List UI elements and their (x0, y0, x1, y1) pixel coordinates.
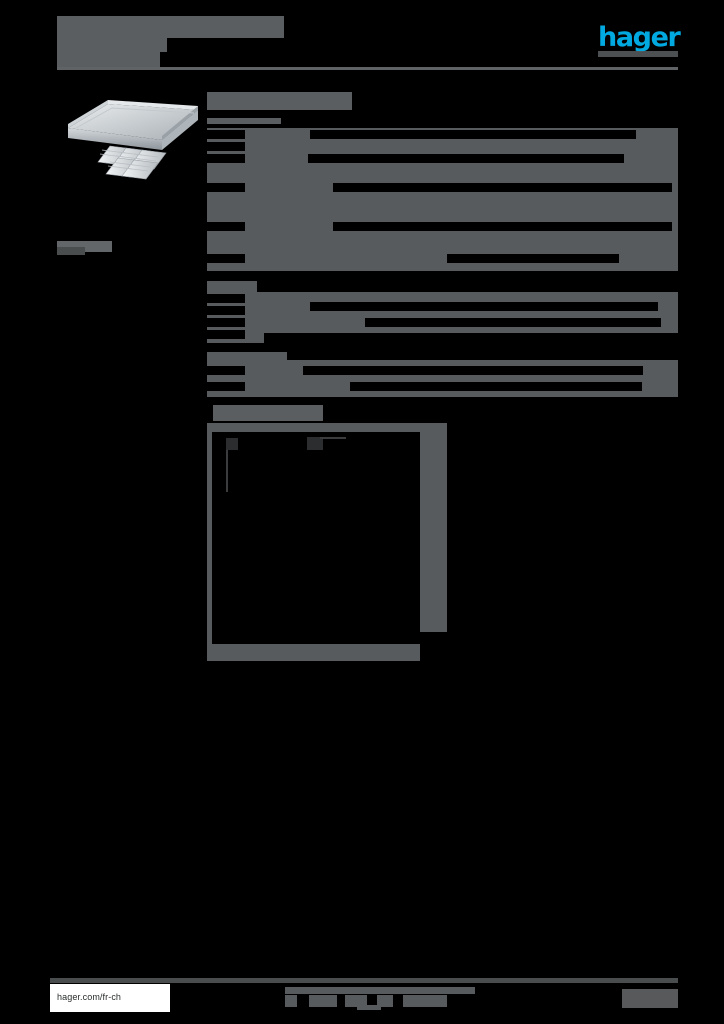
table-row (310, 302, 658, 311)
table-row (207, 294, 245, 303)
table-row (207, 366, 245, 375)
section-heading (207, 92, 352, 110)
table-divider (207, 343, 678, 352)
logo-backdrop (598, 51, 678, 57)
table-row (287, 352, 678, 360)
table-row (207, 183, 245, 192)
spec-table-3 (207, 352, 678, 397)
page-subtitle (57, 52, 160, 67)
table-row (350, 382, 642, 391)
table-row (207, 330, 245, 339)
footer-divider (50, 978, 678, 983)
table-row (207, 222, 245, 231)
table-row (264, 333, 678, 343)
product-caption (57, 241, 112, 252)
table-row (308, 154, 624, 163)
product-photo (50, 88, 202, 188)
technical-drawing-frame (207, 423, 447, 661)
table-row (333, 222, 672, 231)
table-row (257, 281, 678, 292)
table-divider (207, 271, 678, 281)
table-row (447, 254, 619, 263)
footer-center-text (285, 987, 475, 1010)
dimension-tick-icon (320, 437, 346, 439)
table-row (365, 318, 661, 327)
drawing-frame-notch (420, 632, 447, 661)
page-header: hager (0, 0, 724, 74)
table-row (310, 130, 636, 139)
table-row (207, 142, 245, 151)
spec-table-1 (207, 128, 678, 271)
footer-url-link[interactable]: hager.com/fr-ch (57, 992, 122, 1002)
header-divider (57, 67, 678, 70)
dimension-tick-icon (226, 450, 228, 492)
technical-drawing-canvas (212, 432, 420, 644)
table-row (333, 183, 672, 192)
footer-url-box[interactable]: hager.com/fr-ch (50, 984, 170, 1012)
section-subheading (207, 118, 281, 124)
hager-logo: hager (598, 22, 681, 53)
dimension-mark-icon (307, 437, 323, 450)
page-title-line2 (57, 38, 167, 52)
drawing-heading (213, 405, 323, 421)
table-row (207, 306, 245, 315)
table-row (207, 318, 245, 327)
product-photo-svg (68, 100, 198, 180)
table-row (207, 382, 245, 391)
table-row (207, 154, 245, 163)
dimension-mark-icon (226, 438, 238, 450)
page-title (57, 16, 284, 38)
product-caption-sub (57, 247, 85, 255)
spec-table-2 (207, 281, 678, 343)
table-row (303, 366, 643, 375)
table-row (207, 130, 245, 139)
table-row (207, 254, 245, 263)
hager-logo-text: hager (598, 22, 681, 53)
footer-right-text (622, 989, 678, 1008)
